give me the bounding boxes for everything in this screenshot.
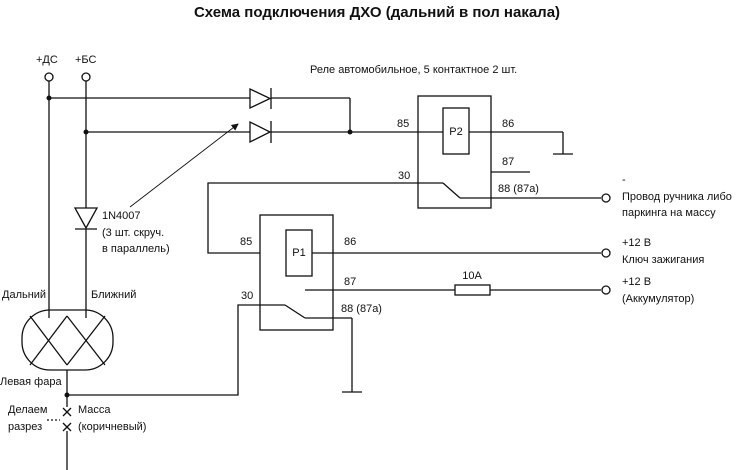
terminal-battery (601, 285, 611, 295)
headlamp-low-label: Ближний (91, 289, 136, 301)
relay-p1-pin-85: 85 (240, 236, 252, 248)
diode-note-1: (3 шт. скруч. (102, 227, 164, 239)
terminal-ignition (601, 248, 611, 258)
terminal-high-beam-label: +ДС (36, 54, 58, 66)
parking-label-2: паркинга на массу (622, 207, 716, 219)
relay-p1-label: P1 (292, 247, 305, 259)
parking-sign: - (622, 174, 626, 186)
p1-30-to-lamp-wire (67, 304, 260, 396)
relay-p1-coil (285, 229, 313, 277)
battery-value: +12 В (622, 276, 651, 288)
diode-high-beam (249, 87, 350, 110)
junction-dot (46, 95, 52, 101)
diode-note-2: в параллель) (102, 243, 170, 255)
terminal-high-beam (44, 72, 54, 82)
relay-p2-label: P2 (449, 126, 462, 138)
high-beam-wire (48, 81, 250, 310)
fuse-label: 10А (462, 270, 482, 282)
junction-dot (347, 129, 353, 135)
relay-p2-pin-30: 30 (398, 170, 410, 182)
junction-dot (83, 129, 89, 135)
ignition-label: Ключ зажигания (622, 254, 704, 266)
terminal-parking (601, 193, 611, 203)
relay-p2-pin-87: 87 (502, 156, 514, 168)
headlamp-name: Левая фара (0, 376, 62, 388)
relay-p1-pin-86: 86 (344, 236, 356, 248)
cut-mark (47, 407, 72, 432)
headlamp-high-label: Дальний (2, 289, 46, 301)
relay-p1-pin-87: 87 (344, 276, 356, 288)
relay-p2-pin-85: 85 (397, 118, 409, 130)
relay-p2-pin-86: 86 (502, 118, 514, 130)
parking-label-1: Провод ручника либо (622, 191, 732, 203)
p2-to-p1-wire (207, 182, 418, 254)
diode-model: 1N4007 (102, 210, 141, 222)
mass-label-2: (коричневый) (78, 421, 146, 433)
diode-low-beam (249, 120, 418, 144)
diode-vertical (73, 207, 99, 238)
relay-p2-coil (442, 107, 470, 155)
annotation-arrow (129, 123, 239, 208)
terminal-low-beam (81, 72, 91, 82)
cut-label-2: разрез (8, 421, 42, 433)
relay-p1-pin-88: 88 (87a) (341, 303, 382, 315)
terminal-low-beam-label: +БС (75, 54, 97, 66)
cut-label-1: Делаем (8, 404, 47, 416)
low-beam-wire (85, 81, 250, 310)
ignition-value: +12 В (622, 237, 651, 249)
diagram-title: Схема подключения ДХО (дальний в пол нак… (194, 4, 560, 21)
fuse (454, 284, 491, 296)
relay-p2-pin-88: 88 (87a) (498, 183, 539, 195)
relay-note: Реле автомобильное, 5 контактное 2 шт. (310, 64, 517, 76)
relay-p1-pin-30: 30 (241, 290, 253, 302)
mass-label-1: Масса (78, 404, 111, 416)
battery-label: (Аккумулятор) (622, 293, 694, 305)
headlamp-symbol (21, 309, 114, 371)
